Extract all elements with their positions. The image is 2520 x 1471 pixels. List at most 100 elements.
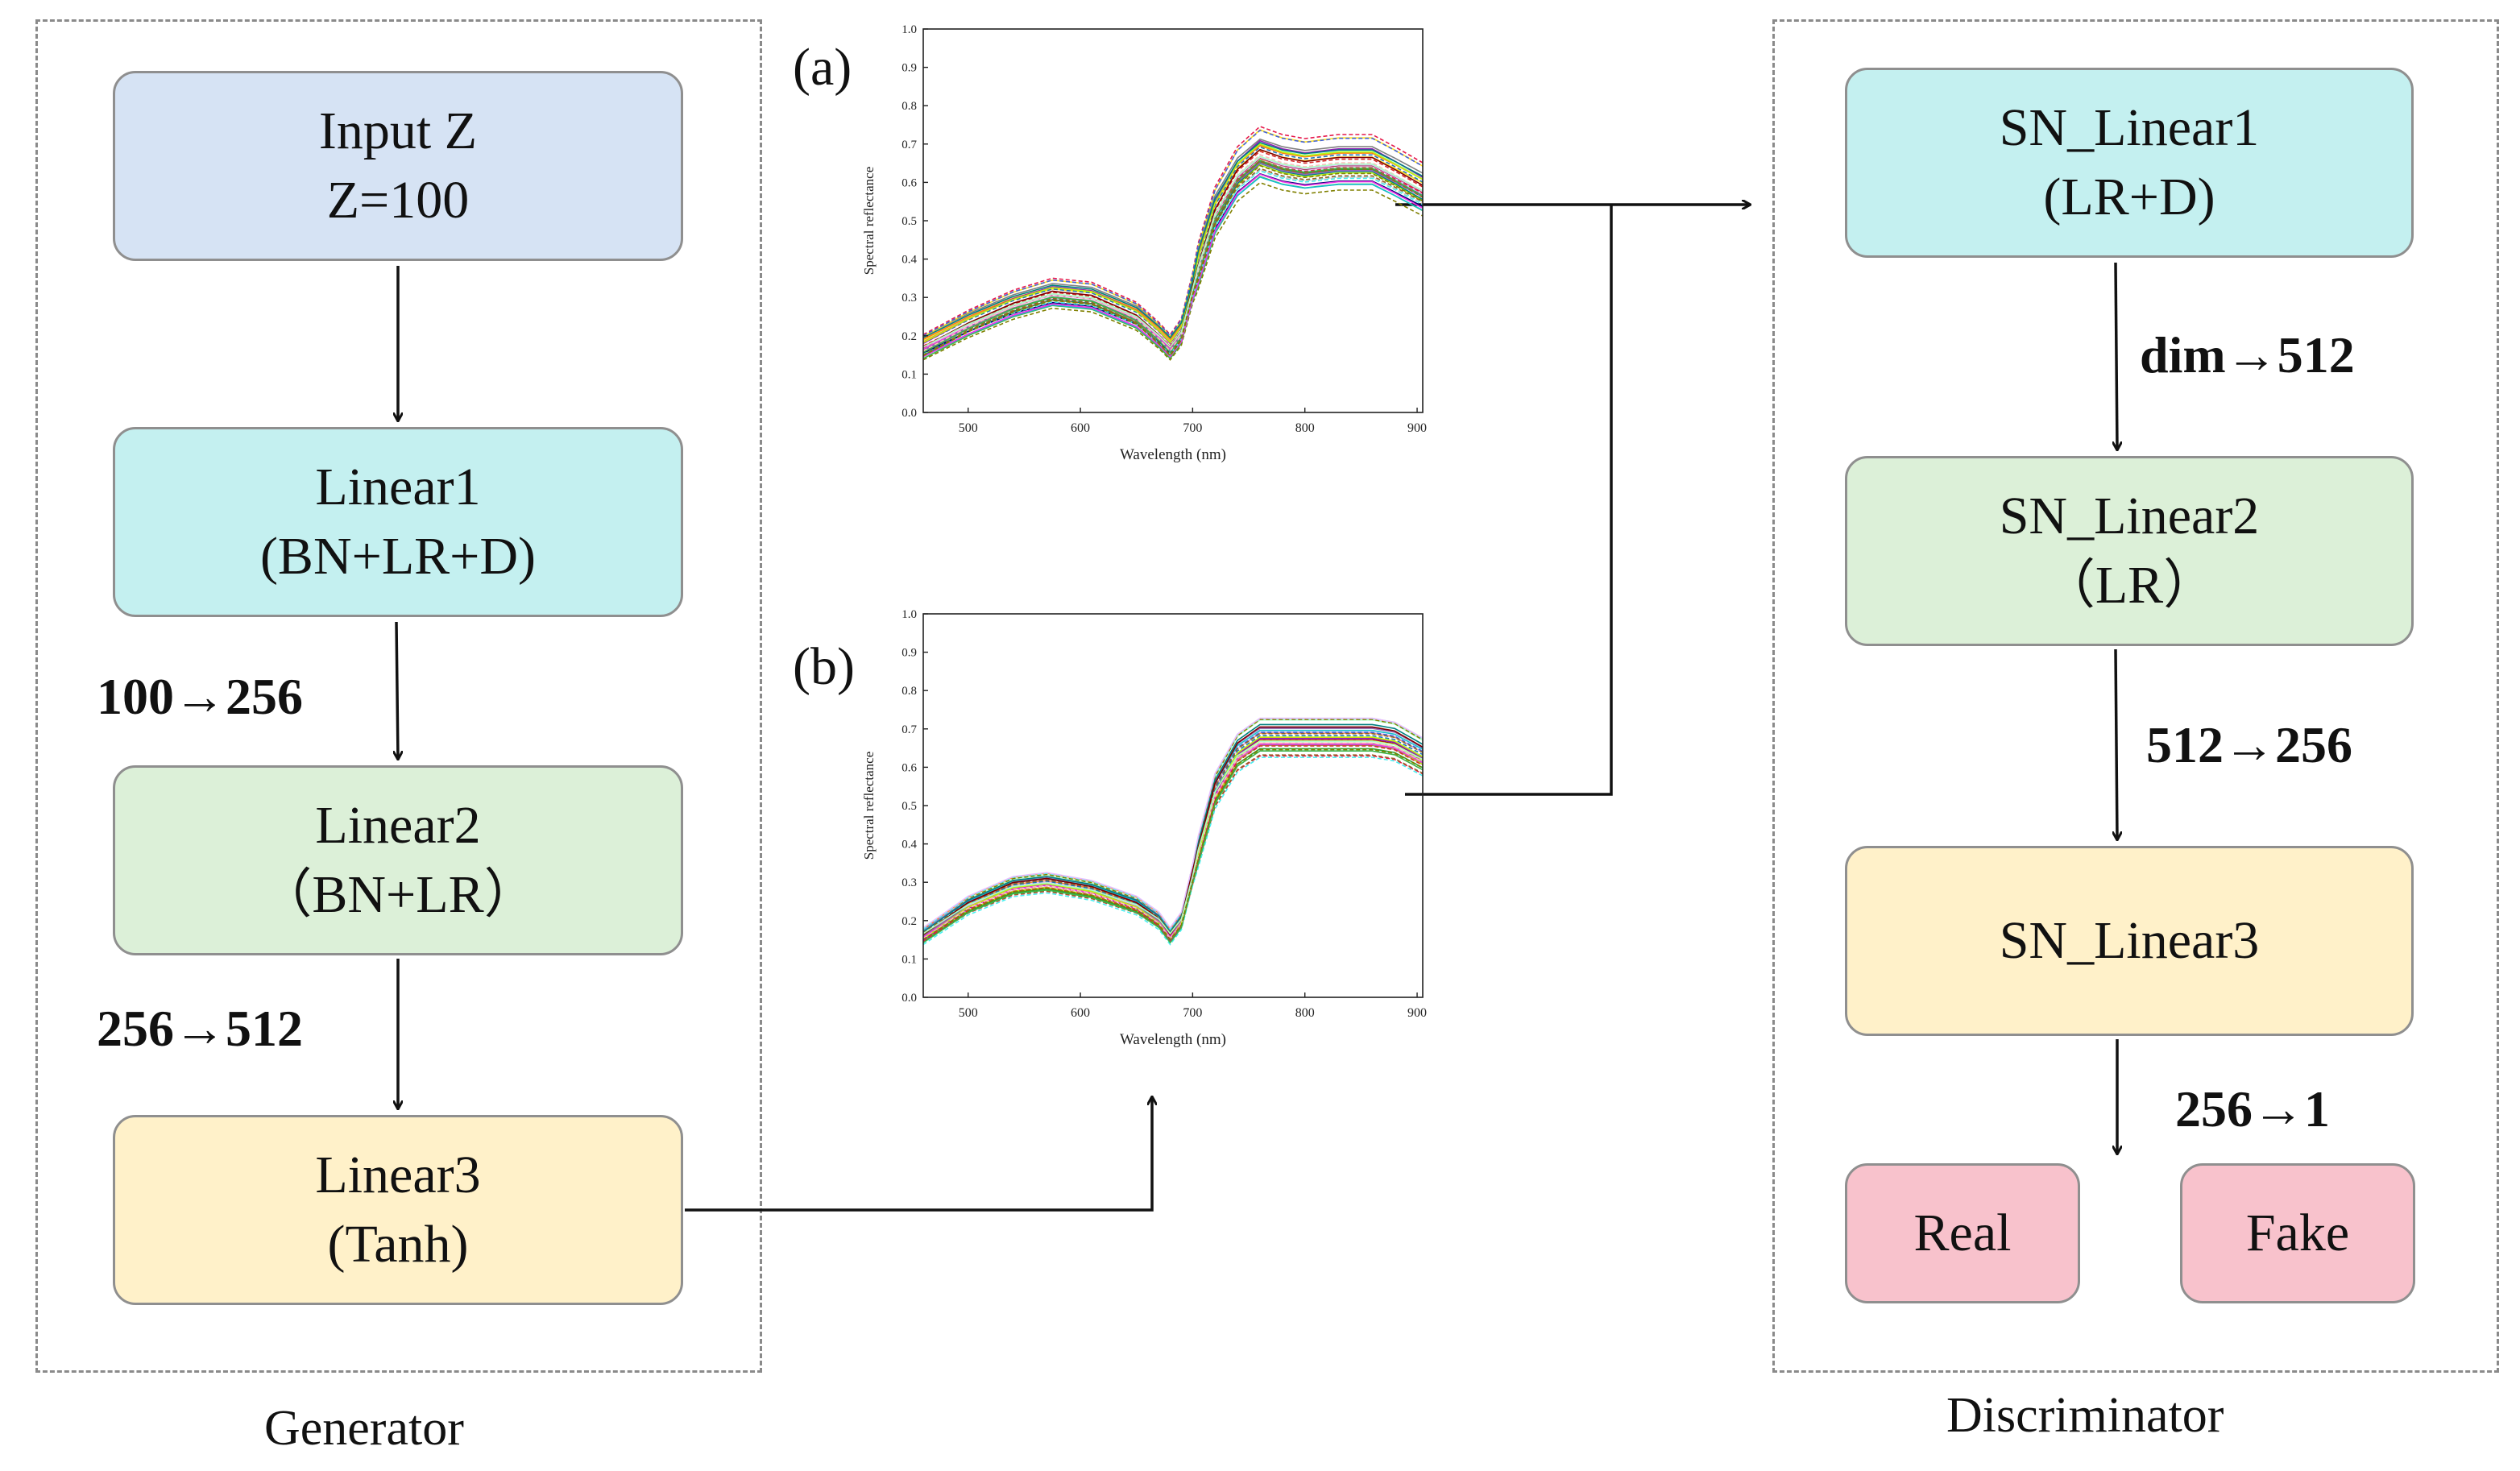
spectrum-curve <box>922 168 1424 354</box>
spectrum-curve <box>922 172 1424 354</box>
y-tick-label: 0.3 <box>901 292 917 305</box>
y-tick-label: 0.8 <box>901 685 917 698</box>
spectrum-curve <box>922 160 1424 354</box>
disc-dim-512-256: 512→256 <box>2146 716 2352 773</box>
spectrum-curve <box>922 745 1424 943</box>
spectrum-curve <box>922 727 1424 936</box>
spectrum-curve <box>922 736 1424 939</box>
y-tick-label: 0.7 <box>901 139 917 151</box>
spectrum-curve <box>922 738 1424 942</box>
real-box[interactable]: Real <box>1845 1163 2080 1303</box>
spectrum-curve <box>922 750 1424 944</box>
spectrum-curve <box>922 743 1424 939</box>
spectrum-curve <box>922 162 1424 357</box>
curve-group <box>922 126 1424 361</box>
x-axis-label: Wavelength (nm) <box>1120 446 1226 463</box>
x-axis-label: Wavelength (nm) <box>1120 1031 1226 1048</box>
x-tick-label: 900 <box>1407 1006 1427 1020</box>
discriminator-caption: Discriminator <box>1946 1388 2224 1443</box>
input-z-size: Z=100 <box>326 171 470 230</box>
spectrum-curve <box>922 129 1424 338</box>
generator-panel <box>35 19 762 1373</box>
sn-linear1-ops: (LR+D) <box>2043 168 2215 226</box>
arrow-sn1-sn2 <box>2116 262 2117 450</box>
arrow-sn2-sn3 <box>2116 648 2117 839</box>
input-z-box[interactable]: Input Z Z=100 <box>113 71 683 261</box>
y-tick-label: 0.6 <box>901 761 917 774</box>
spectrum-curve <box>922 740 1424 935</box>
spectrum-curve <box>922 164 1424 357</box>
y-tick-label: 0.5 <box>901 800 917 813</box>
x-tick-label: 800 <box>1295 421 1315 435</box>
spectrum-curve <box>922 732 1424 936</box>
disc-dim-dim-512: dim→512 <box>2140 326 2355 383</box>
spectrum-curve <box>922 160 1424 356</box>
y-axis-label: Spectral reflectance <box>861 167 877 276</box>
linear1-box[interactable]: Linear1 (BN+LR+D) <box>113 427 683 617</box>
linear3-box[interactable]: Linear3 (Tanh) <box>113 1115 683 1305</box>
spectrum-curve <box>922 748 1424 943</box>
y-tick-label: 1.0 <box>901 23 917 36</box>
connector-chart-b <box>1405 205 1613 796</box>
arrow-linear3-to-chart-b <box>685 1097 1152 1212</box>
generator-caption: Generator <box>264 1401 464 1456</box>
sn-linear2-title: SN_Linear2 <box>1999 487 2260 546</box>
spectrum-curve <box>922 739 1424 940</box>
spectrum-curve <box>922 723 1424 934</box>
y-tick-label: 0.7 <box>901 723 917 736</box>
sn-linear2-box[interactable]: SN_Linear2 （LR） <box>1845 456 2414 646</box>
y-tick-label: 0.0 <box>901 992 917 1005</box>
x-tick-label: 600 <box>1071 1006 1090 1020</box>
spectrum-curve <box>922 735 1424 935</box>
disc-dim-256-1: 256→1 <box>2175 1080 2330 1137</box>
x-tick-label: 500 <box>959 421 978 435</box>
sn-linear1-title: SN_Linear1 <box>1999 98 2260 158</box>
y-tick-label: 0.6 <box>901 176 917 189</box>
sn-linear3-title: SN_Linear3 <box>1999 911 2260 971</box>
spectrum-curve <box>922 744 1424 943</box>
y-tick-label: 0.2 <box>901 330 917 343</box>
linear3-ops: (Tanh) <box>327 1215 469 1274</box>
spectrum-curve <box>922 756 1424 946</box>
y-tick-label: 0.3 <box>901 876 917 889</box>
y-tick-label: 0.8 <box>901 100 917 113</box>
spectrum-curve <box>922 726 1424 936</box>
spectrum-curve <box>922 154 1424 352</box>
spectrum-curve <box>922 145 1424 341</box>
x-tick-label: 600 <box>1071 421 1090 435</box>
x-tick-label: 700 <box>1183 1006 1202 1020</box>
spectrum-curve <box>922 754 1424 943</box>
input-z-title: Input Z <box>318 102 478 161</box>
arrow-linear1-linear2 <box>396 621 398 759</box>
spectrum-curve <box>922 755 1424 943</box>
spectrum-curve <box>922 173 1424 358</box>
spectrum-curve <box>922 740 1424 943</box>
spectrum-curve <box>922 170 1424 355</box>
y-tick-label: 0.2 <box>901 915 917 928</box>
spectrum-curve <box>922 181 1424 361</box>
spectrum-curve <box>922 142 1424 339</box>
y-tick-label: 1.0 <box>901 608 917 621</box>
spectrum-curve <box>922 169 1424 355</box>
spectrum-curve <box>922 126 1424 336</box>
linear2-ops: （BN+LR） <box>259 865 537 924</box>
spectrum-curve <box>922 164 1424 357</box>
y-tick-label: 0.5 <box>901 215 917 228</box>
sn-linear1-box[interactable]: SN_Linear1 (LR+D) <box>1845 68 2414 258</box>
panel-label-a: (a) <box>793 38 852 97</box>
panel-label-b: (b) <box>793 637 855 696</box>
discriminator-panel <box>1772 19 2499 1373</box>
linear2-box[interactable]: Linear2 （BN+LR） <box>113 765 683 955</box>
linear1-ops: (BN+LR+D) <box>259 527 537 586</box>
sn-linear3-box[interactable]: SN_Linear3 <box>1845 846 2414 1036</box>
spectrum-curve <box>922 740 1424 939</box>
y-tick-label: 0.1 <box>901 953 917 966</box>
fake-box[interactable]: Fake <box>2180 1163 2415 1303</box>
spectrum-curve <box>922 736 1424 940</box>
y-tick-label: 0.4 <box>901 839 917 852</box>
spectrum-curve <box>922 737 1424 938</box>
sn-linear2-ops: （LR） <box>2041 556 2217 615</box>
spectrum-curve <box>922 717 1424 929</box>
